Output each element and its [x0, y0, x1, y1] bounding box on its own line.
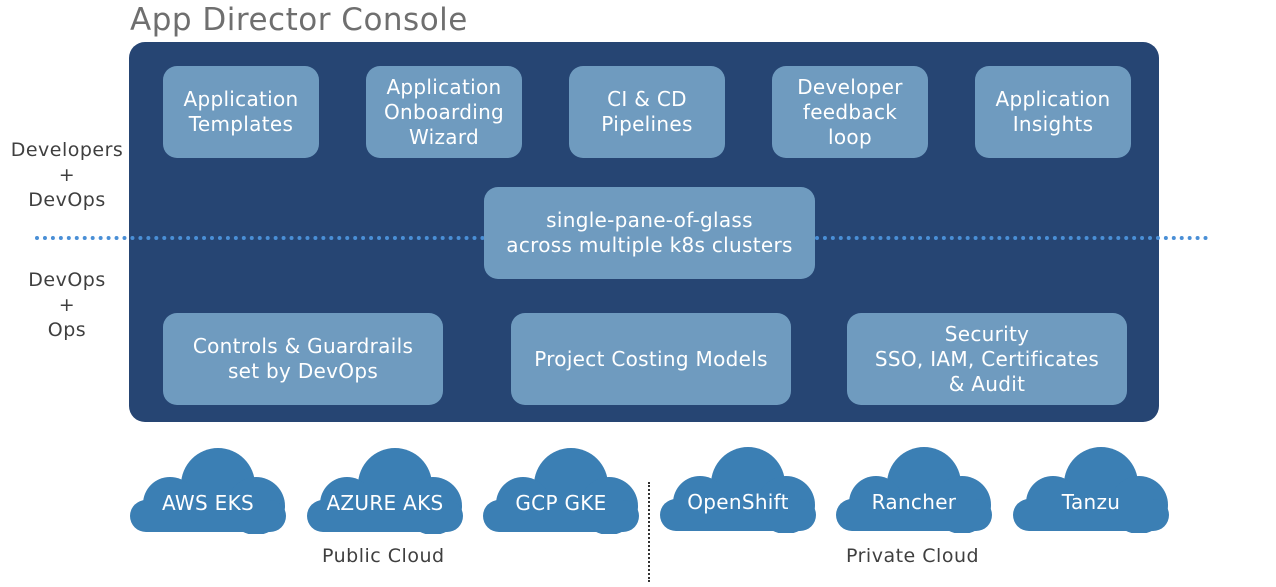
gcp-gke-cloud: GCP GKE — [483, 446, 639, 534]
application-onboarding-wizard-box: Application Onboarding Wizard — [366, 66, 522, 158]
cloud-label: OpenShift — [687, 490, 789, 514]
single-pane-of-glass-box: single-pane-of-glass across multiple k8s… — [484, 187, 815, 279]
cloud-label: Rancher — [871, 490, 957, 514]
cloud-label: GCP GKE — [515, 491, 607, 515]
controls-guardrails-box: Controls & Guardrails set by DevOps — [163, 313, 443, 405]
side-label-devops-ops: DevOps + Ops — [28, 269, 106, 341]
cloud-icon — [307, 448, 463, 534]
rancher-cloud: Rancher — [836, 445, 992, 533]
side-label-developers-devops: Developers + DevOps — [10, 139, 124, 211]
private-cloud-caption: Private Cloud — [846, 545, 980, 567]
project-costing-models-box: Project Costing Models — [511, 313, 791, 405]
application-insights-box: Application Insights — [975, 66, 1131, 158]
divider-left — [35, 236, 485, 240]
cloud-label: Tanzu — [1061, 490, 1121, 514]
cloud-icon — [660, 447, 816, 533]
cloud-icon — [130, 448, 286, 534]
cloud-label: AWS EKS — [162, 491, 254, 515]
tanzu-cloud: Tanzu — [1013, 445, 1169, 533]
cloud-label: AZURE AKS — [326, 491, 444, 515]
application-templates-box: Application Templates — [163, 66, 319, 158]
azure-aks-cloud: AZURE AKS — [307, 446, 463, 534]
aws-eks-cloud: AWS EKS — [130, 446, 286, 534]
divider-right — [815, 236, 1208, 240]
cloud-group-separator — [648, 482, 650, 582]
ci-cd-pipelines-box: CI & CD Pipelines — [569, 66, 725, 158]
console-title: App Director Console — [130, 2, 468, 38]
cloud-icon — [483, 448, 639, 534]
cloud-icon — [1013, 447, 1169, 533]
security-box: Security SSO, IAM, Certificates & Audit — [847, 313, 1127, 405]
openshift-cloud: OpenShift — [660, 445, 816, 533]
cloud-icon — [836, 447, 992, 533]
developer-feedback-loop-box: Developer feedback loop — [772, 66, 928, 158]
public-cloud-caption: Public Cloud — [322, 545, 445, 567]
